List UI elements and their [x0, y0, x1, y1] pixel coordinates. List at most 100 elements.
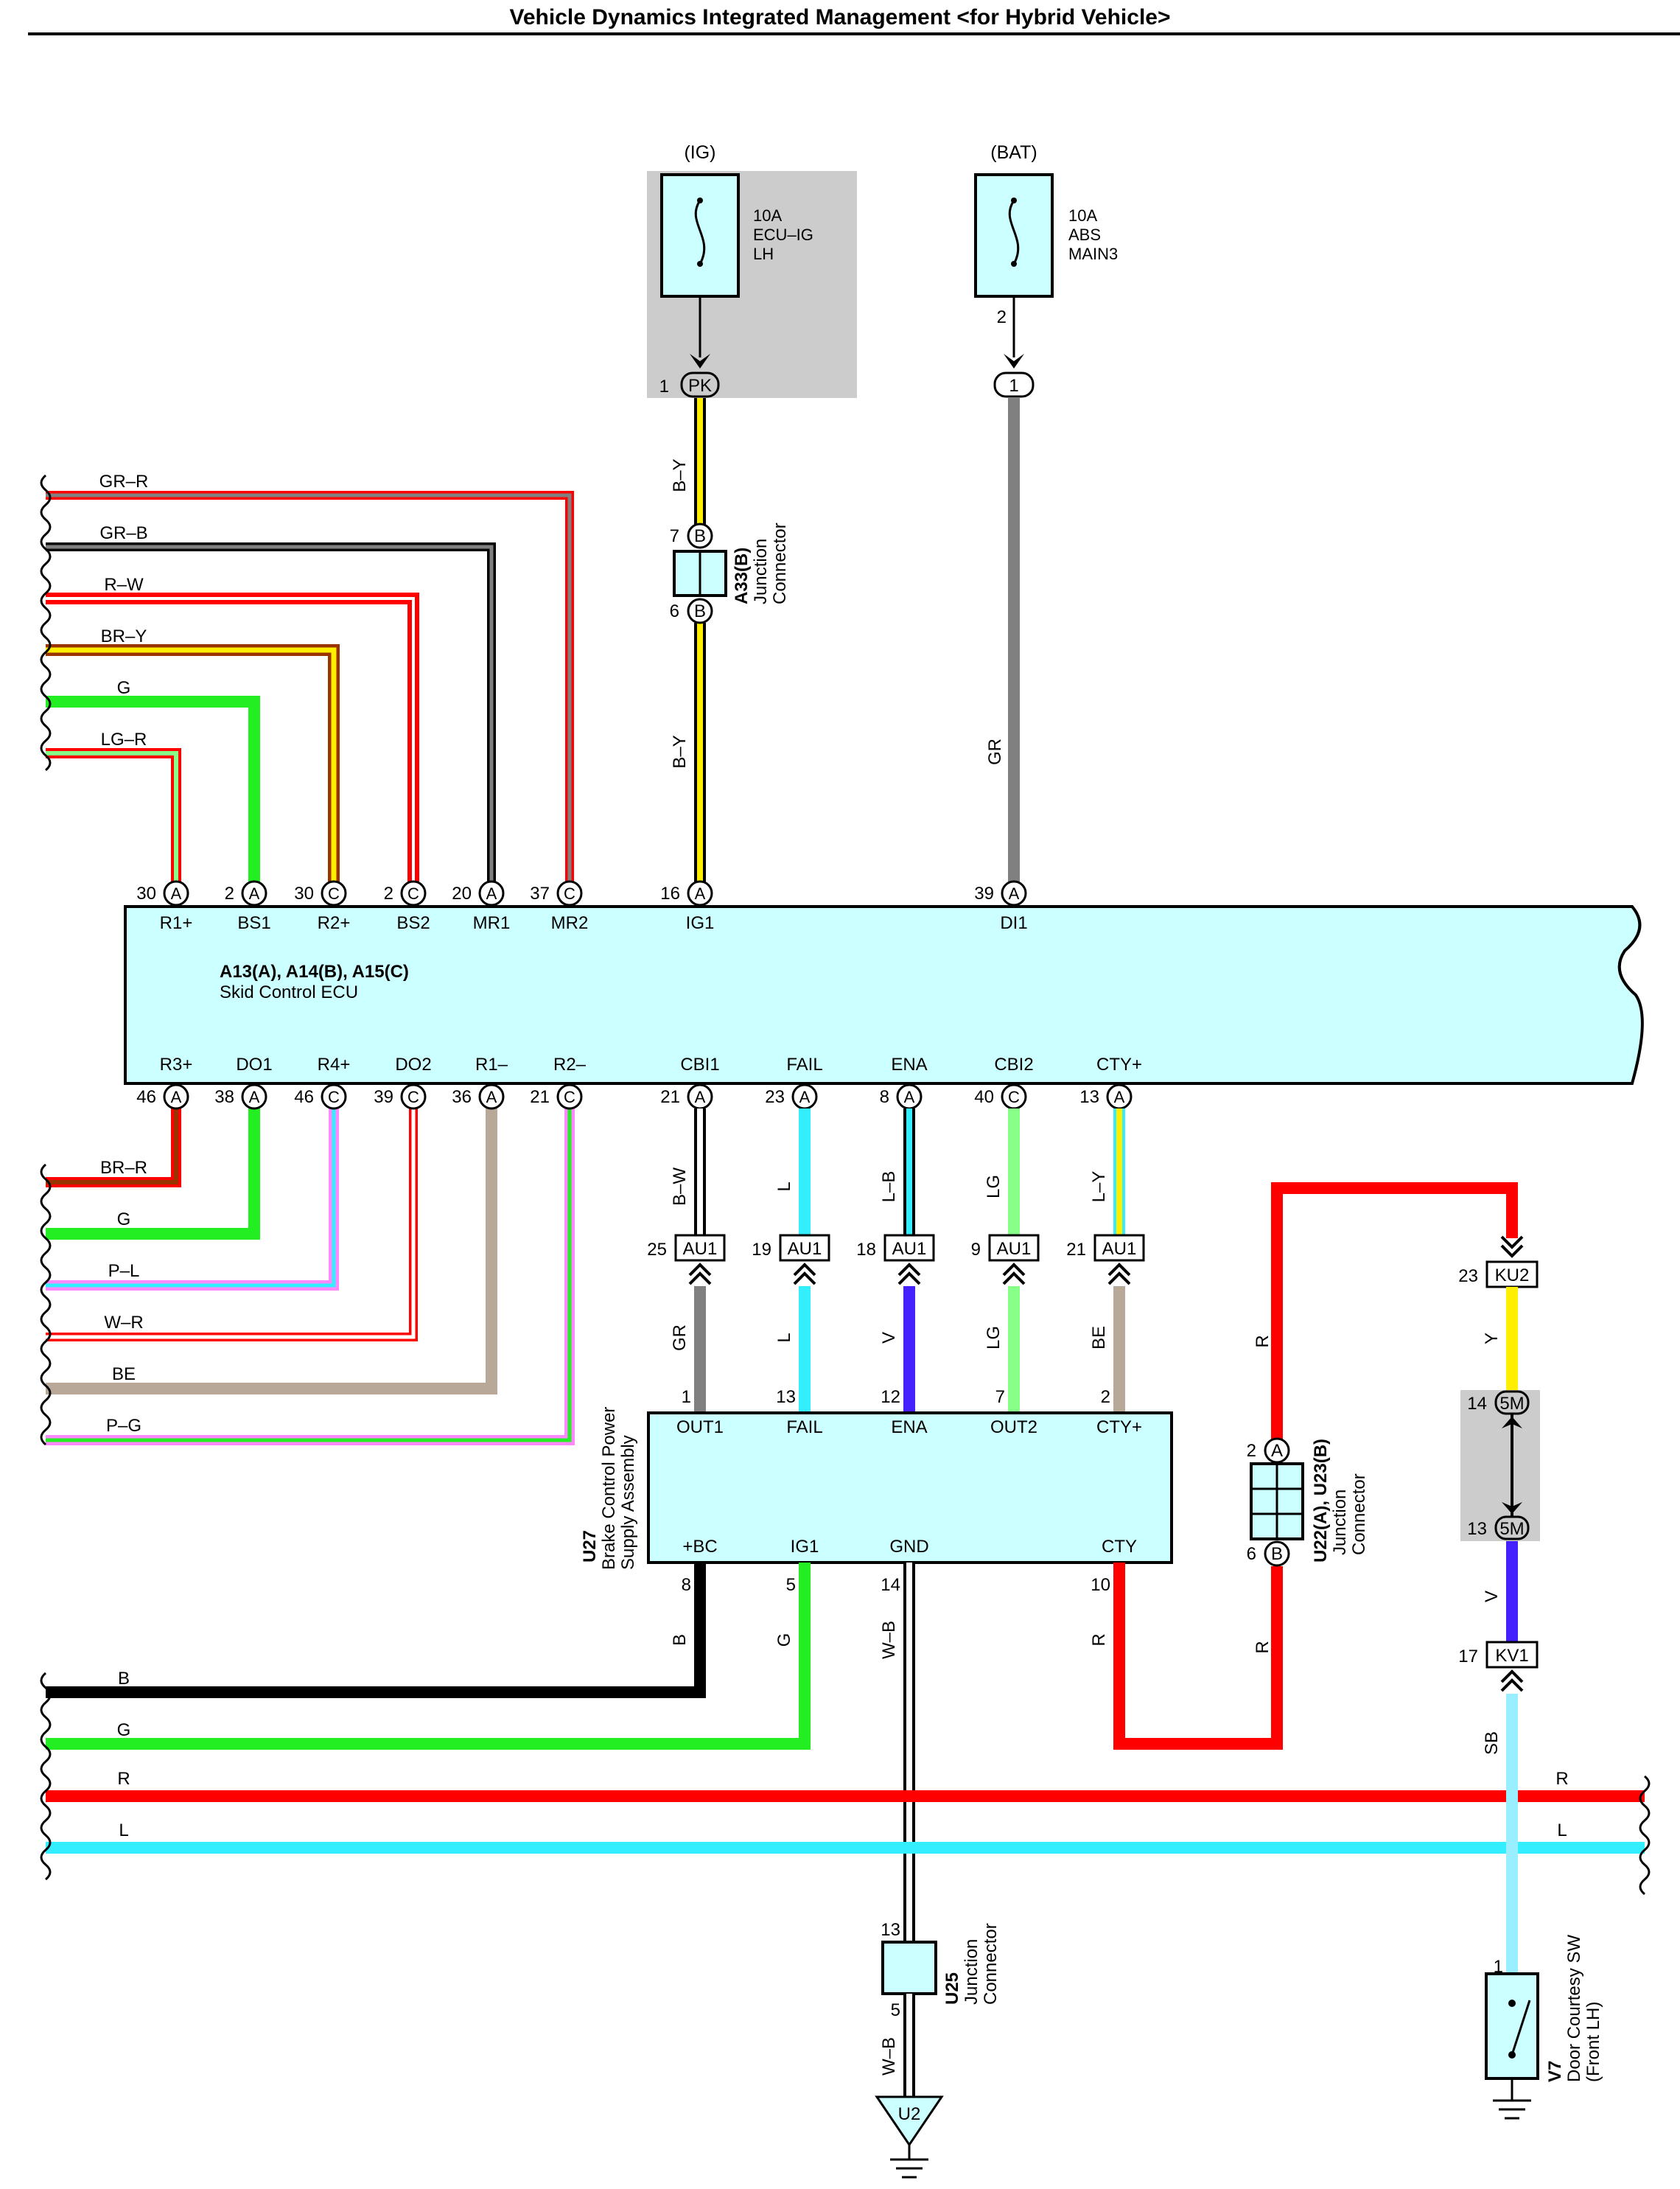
diagram-title: Vehicle Dynamics Integrated Management <…: [510, 5, 1171, 29]
u27-pin-names: OUT1 FAIL ENA OUT2 CTY+ +BC IG1 GND CTY: [676, 1417, 1142, 1557]
svg-text:37: 37: [530, 884, 550, 904]
svg-text:V: V: [879, 1332, 899, 1344]
svg-text:B: B: [694, 601, 706, 621]
bus-labels: B G R L R L: [117, 1669, 1569, 1840]
svg-text:AU1: AU1: [892, 1239, 927, 1259]
u22-line1: Junction: [1330, 1490, 1350, 1555]
svg-text:L: L: [774, 1181, 794, 1191]
u25-code: U25: [942, 1972, 962, 2005]
ig-wire-label-2: B–Y: [670, 735, 690, 768]
svg-text:5M: 5M: [1499, 1519, 1524, 1539]
bus-l: [46, 1842, 1645, 1854]
svg-text:BS2: BS2: [396, 913, 430, 933]
ig-fuse-name2: LH: [753, 245, 774, 263]
svg-text:13: 13: [1079, 1087, 1099, 1107]
svg-text:21: 21: [660, 1087, 680, 1107]
svg-text:R1–: R1–: [475, 1055, 508, 1075]
svg-text:R1+: R1+: [160, 913, 193, 933]
svg-text:C: C: [1008, 1088, 1020, 1106]
au1-lower-wires: [694, 1286, 1125, 1413]
cty-wire-r: [1113, 1563, 1283, 1750]
svg-text:A: A: [486, 1088, 497, 1106]
bat-fuse-name2: MAIN3: [1068, 245, 1118, 263]
svg-text:14: 14: [1467, 1394, 1487, 1414]
svg-text:R4+: R4+: [318, 1055, 351, 1075]
svg-text:7: 7: [995, 1387, 1005, 1407]
svg-text:W–B: W–B: [879, 1621, 899, 1659]
svg-text:13: 13: [881, 1920, 900, 1940]
svg-text:A: A: [1271, 1441, 1283, 1461]
bat-fuse-rating: 10A: [1068, 206, 1097, 225]
au1-upper-wires: [694, 1109, 1125, 1235]
svg-text:GND: GND: [889, 1537, 928, 1557]
svg-text:BR–R: BR–R: [100, 1158, 147, 1178]
pk-label: PK: [688, 376, 712, 396]
svg-text:C: C: [564, 884, 575, 903]
svg-text:B: B: [670, 1634, 690, 1646]
u27-line1: Brake Control Power: [599, 1407, 619, 1570]
a33-line1: Junction: [751, 539, 771, 604]
svg-text:A: A: [1009, 884, 1020, 903]
svg-text:GR–B: GR–B: [99, 523, 147, 543]
ig-fuse-header: (IG): [684, 142, 715, 163]
svg-text:C: C: [328, 884, 340, 903]
svg-text:1: 1: [682, 1387, 691, 1407]
bat-connector: [993, 371, 1035, 398]
svg-text:W–B: W–B: [879, 2037, 899, 2075]
svg-text:1: 1: [1494, 1957, 1503, 1977]
svg-text:R: R: [1253, 1641, 1273, 1653]
5m-connector-shade: [1460, 1390, 1540, 1541]
svg-text:FAIL: FAIL: [786, 1055, 822, 1075]
svg-text:7: 7: [670, 526, 679, 546]
svg-text:CTY+: CTY+: [1096, 1417, 1142, 1437]
svg-text:DO1: DO1: [236, 1055, 272, 1075]
svg-text:40: 40: [974, 1087, 994, 1107]
u22-line2: Connector: [1349, 1473, 1369, 1555]
svg-text:L: L: [774, 1333, 794, 1342]
u27-bottom-labels: 8 5 14 10 B G W–B R: [670, 1575, 1110, 1659]
svg-text:9: 9: [971, 1240, 981, 1260]
left-top-wire-labels: GR–R GR–B R–W BR–Y G LG–R: [99, 472, 149, 750]
svg-text:BR–Y: BR–Y: [101, 626, 147, 646]
ig-fuse-name1: ECU–IG: [753, 226, 813, 244]
svg-text:A: A: [249, 1088, 260, 1106]
svg-text:G: G: [774, 1633, 794, 1647]
bat-fuse-name1: ABS: [1068, 226, 1101, 244]
u25-junction-connector: [881, 1941, 937, 1995]
brake-control-power-supply-u27: [647, 1411, 1173, 1564]
svg-text:R: R: [117, 1769, 130, 1789]
svg-text:IG1: IG1: [686, 913, 715, 933]
ig-fuse-box: [660, 173, 740, 298]
svg-text:2: 2: [384, 884, 393, 904]
svg-text:R3+: R3+: [160, 1055, 193, 1075]
svg-text:L–B: L–B: [879, 1171, 899, 1203]
svg-text:A: A: [486, 884, 497, 903]
svg-text:14: 14: [881, 1575, 900, 1595]
svg-text:CBI2: CBI2: [994, 1055, 1033, 1075]
svg-text:DI1: DI1: [1000, 913, 1027, 933]
svg-text:CTY: CTY: [1102, 1537, 1137, 1557]
bat-fuse-box: [974, 173, 1054, 298]
svg-text:13: 13: [776, 1387, 796, 1407]
u22-code: U22(A), U23(B): [1311, 1439, 1331, 1563]
svg-text:2: 2: [225, 884, 234, 904]
svg-text:G: G: [117, 678, 131, 698]
svg-text:KV1: KV1: [1495, 1646, 1528, 1666]
svg-text:20: 20: [452, 884, 472, 904]
svg-text:5M: 5M: [1499, 1394, 1524, 1414]
svg-text:A: A: [695, 1088, 706, 1106]
svg-text:L: L: [119, 1820, 128, 1840]
svg-text:V: V: [1482, 1591, 1502, 1602]
r-wire-ku2: [1271, 1182, 1518, 1450]
svg-text:U2: U2: [898, 2104, 921, 2124]
svg-text:CTY+: CTY+: [1096, 1055, 1142, 1075]
svg-text:18: 18: [856, 1240, 876, 1260]
svg-text:MR1: MR1: [473, 913, 511, 933]
svg-text:IG1: IG1: [791, 1537, 819, 1557]
v7-code: V7: [1545, 2061, 1565, 2082]
ecu-code: A13(A), A14(B), A15(C): [220, 962, 409, 982]
svg-text:R2+: R2+: [318, 913, 351, 933]
svg-text:R2–: R2–: [553, 1055, 587, 1075]
